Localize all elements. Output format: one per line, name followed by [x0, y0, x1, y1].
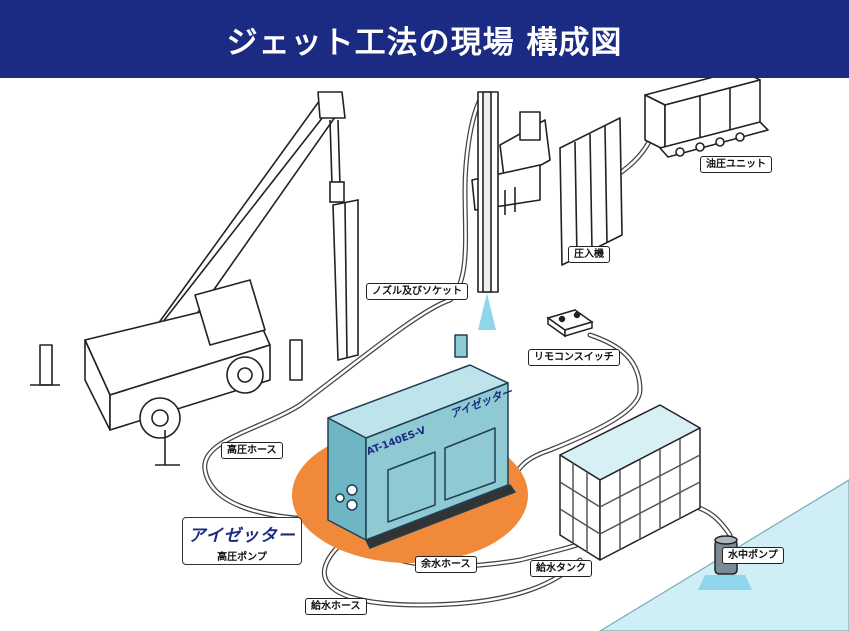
pump-logo-brand: アイゼッター	[188, 526, 296, 546]
label-surplus-water-hose: 余水ホース	[415, 556, 477, 573]
hydraulic-unit	[644, 78, 769, 158]
crane-truck	[30, 91, 346, 466]
page-title: ジェット工法の現場 構成図	[226, 24, 623, 61]
pump-unit	[327, 334, 516, 549]
nozzle-spray	[478, 293, 496, 330]
label-hydraulic-unit: 油圧ユニット	[700, 156, 772, 173]
site-diagram: AT-140ES-V アイゼッター	[30, 78, 849, 631]
label-water-tank: 給水タンク	[530, 560, 592, 577]
hanging-pile	[329, 119, 359, 362]
label-high-pressure-hose: 高圧ホース	[221, 442, 283, 459]
press-machine	[471, 91, 623, 293]
pump-logo-box: アイゼッター 高圧ポンプ	[182, 517, 302, 565]
water-tank	[559, 404, 701, 561]
title-banner: ジェット工法の現場 構成図	[0, 0, 849, 78]
label-nozzle-socket: ノズル及びソケット	[366, 283, 468, 300]
label-press-machine: 圧入機	[568, 246, 610, 263]
label-supply-hose: 給水ホース	[305, 598, 367, 615]
pump-logo-subtitle: 高圧ポンプ	[217, 552, 267, 563]
remote-switch	[546, 309, 594, 338]
label-remote-switch: リモコンスイッチ	[528, 349, 620, 366]
label-submersible-pump: 水中ポンプ	[722, 547, 784, 564]
